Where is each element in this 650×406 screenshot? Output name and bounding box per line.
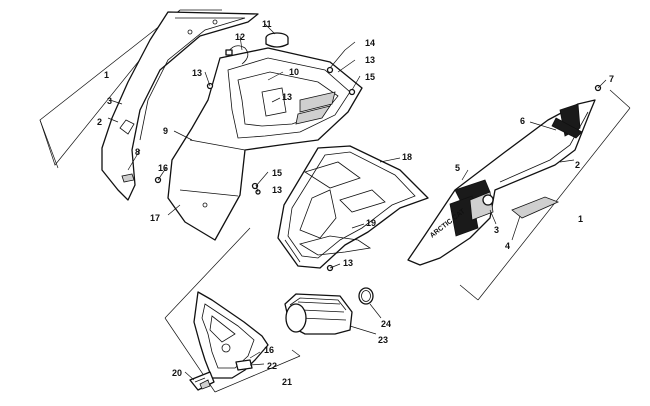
callout-2: 2 <box>97 117 102 127</box>
callout-16: 16 <box>158 163 168 173</box>
callout-3-right: 3 <box>494 225 499 235</box>
callout-21: 21 <box>282 377 292 387</box>
callout-4: 4 <box>505 241 510 251</box>
left-side-panel <box>101 11 259 201</box>
callout-20: 20 <box>172 368 182 378</box>
callout-19: 19 <box>366 218 376 228</box>
callout-13-b: 13 <box>282 92 292 102</box>
callout-22: 22 <box>267 361 277 371</box>
callout-24: 24 <box>381 319 391 329</box>
cap-part <box>265 32 289 48</box>
callout-1-right: 1 <box>578 214 583 224</box>
callout-16-lower: 16 <box>264 345 274 355</box>
callout-8: 8 <box>135 147 140 157</box>
right-side-panel: ARCTIC CAT <box>407 99 596 266</box>
bracket-part <box>189 371 215 391</box>
group-bracket-left <box>39 9 222 169</box>
callout-3: 3 <box>107 96 112 106</box>
lower-panel <box>193 291 269 379</box>
wire-harness <box>225 45 249 65</box>
callout-13-e: 13 <box>343 258 353 268</box>
callout-14: 13 <box>365 55 375 65</box>
callout-labels: 1 2 3 8 16 17 9 13 12 11 10 13 14 13 15 … <box>97 19 614 387</box>
callout-2-right: 2 <box>575 160 580 170</box>
callout-18: 18 <box>402 152 412 162</box>
callout-12: 12 <box>235 32 245 42</box>
callout-6: 6 <box>520 116 525 126</box>
callout-1: 1 <box>104 70 109 80</box>
leader-lines <box>107 23 607 381</box>
storage-tub <box>277 145 429 269</box>
ring-part <box>358 287 374 305</box>
callout-13-c: 14 <box>365 38 375 48</box>
callout-15-a: 15 <box>365 72 375 82</box>
callout-11: 11 <box>262 19 272 29</box>
callout-15-b: 15 <box>272 168 282 178</box>
callout-9: 9 <box>163 126 168 136</box>
callout-7: 7 <box>609 74 614 84</box>
callout-13-a: 13 <box>192 68 202 78</box>
air-duct <box>284 293 353 335</box>
callout-5: 5 <box>455 163 460 173</box>
callout-13-d: 13 <box>272 185 282 195</box>
hood-assembly <box>167 47 363 241</box>
callout-10: 10 <box>289 67 299 77</box>
callout-17: 17 <box>150 213 160 223</box>
callout-23: 23 <box>378 335 388 345</box>
